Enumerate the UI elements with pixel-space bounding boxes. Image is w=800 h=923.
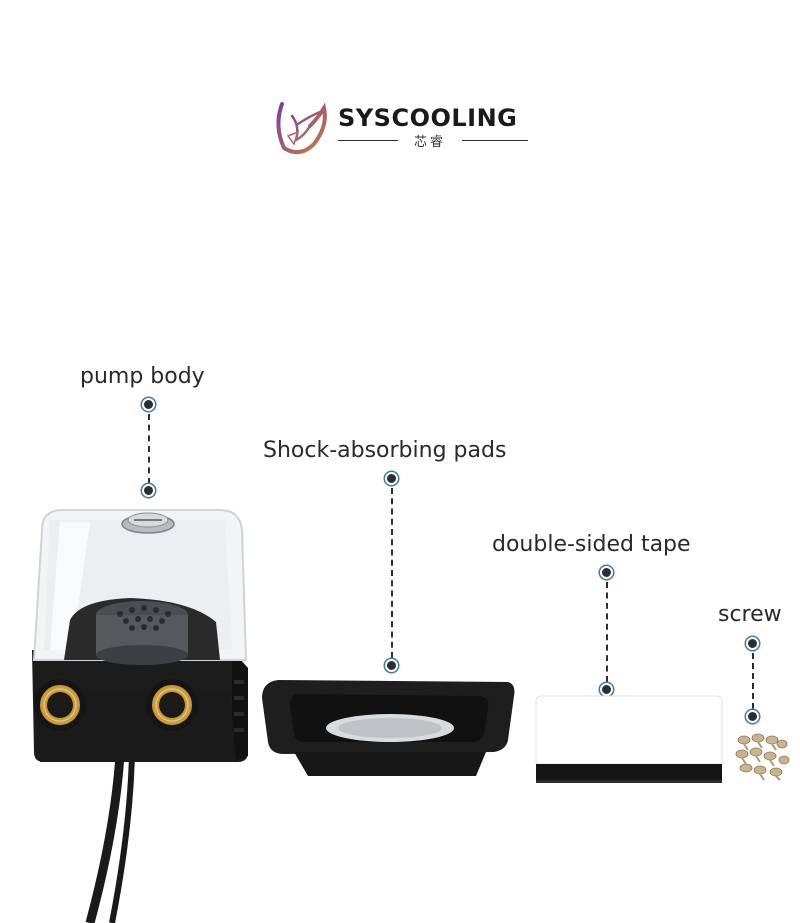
screws-image xyxy=(730,730,794,782)
callout-dot-top xyxy=(600,566,613,579)
brand-divider-right xyxy=(462,140,528,141)
callout-line xyxy=(606,582,608,682)
callout-dot-bottom xyxy=(600,683,613,696)
callout-dot-top xyxy=(746,637,759,650)
brand-divider-left xyxy=(338,140,398,141)
callout-dot-bottom xyxy=(142,484,155,497)
brand-logo-icon xyxy=(270,96,334,160)
callout-label-shock-pads: Shock-absorbing pads xyxy=(263,438,507,463)
brand-name: SYSCOOLING xyxy=(338,104,518,132)
callout-dot-top xyxy=(142,398,155,411)
callout-dot-top xyxy=(385,472,398,485)
callout-line xyxy=(752,653,754,709)
brand-subtitle: 芯睿 xyxy=(413,135,446,150)
shock-pad-image xyxy=(258,672,520,782)
callout-line xyxy=(391,488,393,658)
callout-dot-bottom xyxy=(385,659,398,672)
callout-line xyxy=(148,414,150,484)
callout-label-pump-body: pump body xyxy=(80,364,205,389)
pump-body-image xyxy=(20,500,260,923)
callout-dot-bottom xyxy=(746,710,759,723)
callout-label-double-sided-tape: double-sided tape xyxy=(492,532,691,557)
callout-label-screw: screw xyxy=(718,602,782,627)
double-sided-tape-image xyxy=(532,694,728,786)
